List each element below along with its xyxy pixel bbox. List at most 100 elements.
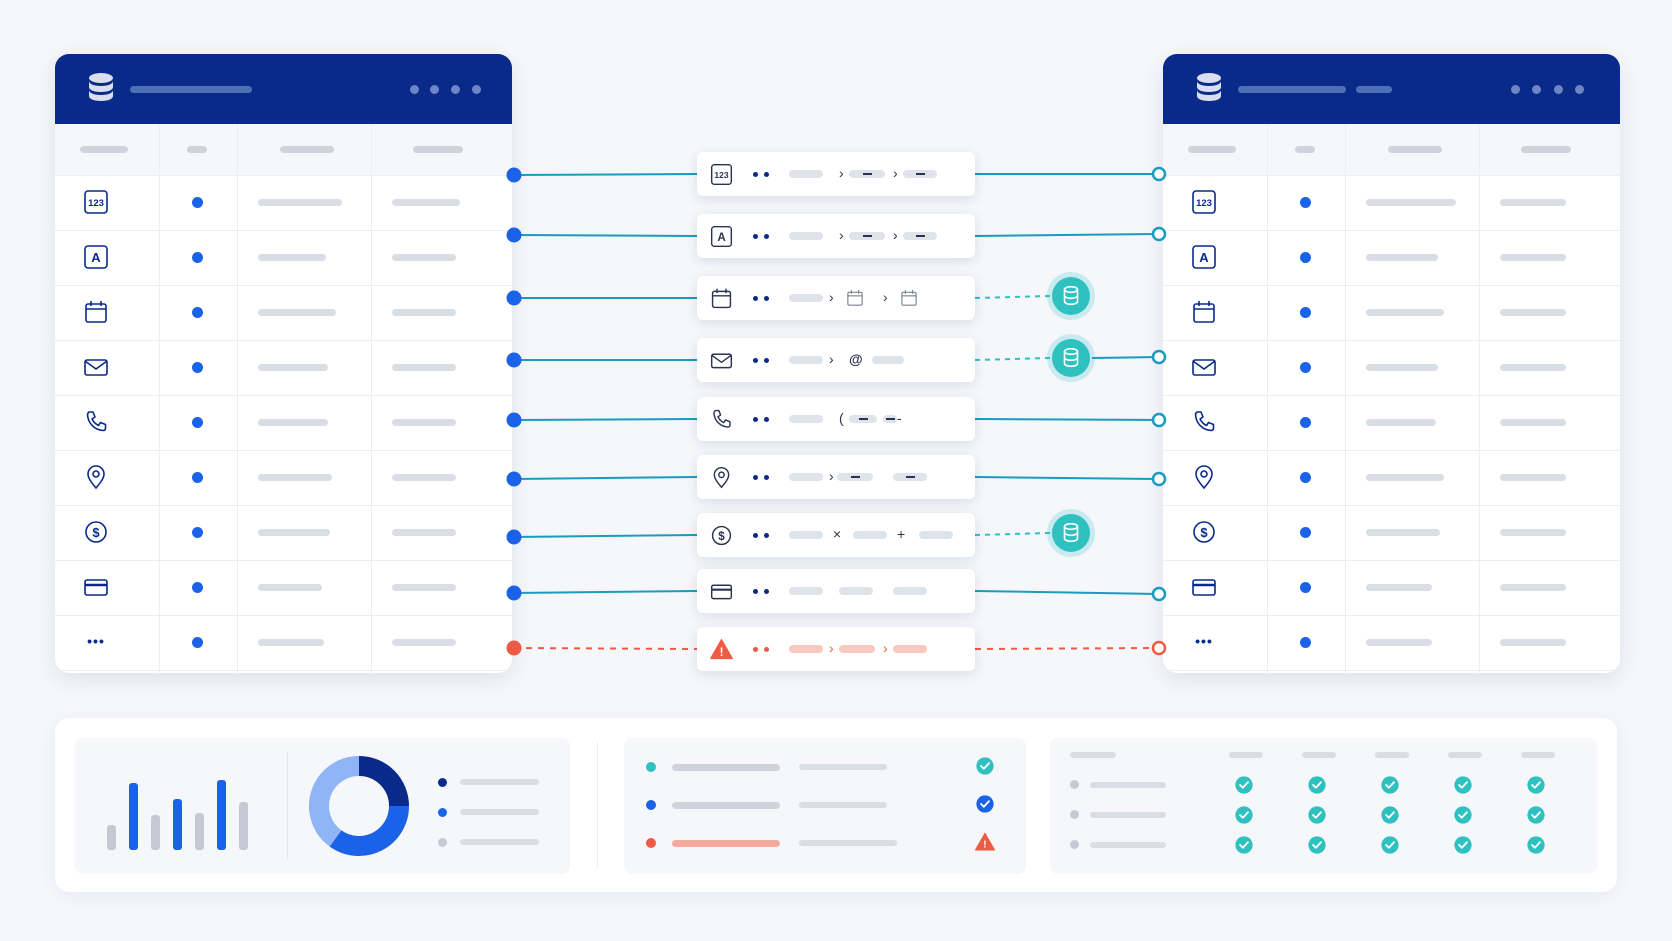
connector-line bbox=[974, 476, 1160, 480]
table-row: A bbox=[1163, 230, 1620, 286]
bar bbox=[239, 802, 248, 850]
connector-line bbox=[974, 532, 1051, 536]
svg-text:A: A bbox=[717, 231, 726, 244]
window-dot bbox=[430, 85, 439, 94]
cell-placeholder bbox=[258, 419, 328, 426]
operator-symbol: › bbox=[839, 165, 844, 181]
database-icon[interactable] bbox=[1052, 277, 1090, 315]
table-row bbox=[55, 340, 512, 396]
database-icon[interactable] bbox=[1052, 339, 1090, 377]
table-row bbox=[1163, 450, 1620, 506]
transform-card[interactable]: (- bbox=[697, 397, 975, 441]
status-detail bbox=[799, 840, 897, 846]
check-circle-teal-icon bbox=[974, 755, 996, 777]
step-dot bbox=[753, 417, 758, 422]
cell-placeholder bbox=[1366, 419, 1436, 426]
target-port bbox=[1151, 412, 1167, 428]
legend-label bbox=[460, 809, 539, 815]
donut-chart bbox=[309, 756, 409, 856]
value-pill bbox=[849, 170, 885, 178]
calendar-icon bbox=[709, 286, 735, 310]
value-pill bbox=[919, 531, 953, 539]
value-pill bbox=[789, 587, 823, 595]
operator-symbol: › bbox=[829, 289, 834, 305]
status-label bbox=[672, 764, 780, 771]
cell-placeholder bbox=[392, 364, 456, 371]
status-dot bbox=[1300, 252, 1311, 263]
row-dot bbox=[1070, 840, 1079, 849]
operator-symbol: - bbox=[897, 410, 902, 426]
legend-dot bbox=[438, 838, 447, 847]
transform-card[interactable]: !›› bbox=[697, 627, 975, 671]
source-port bbox=[506, 585, 522, 601]
value-pill bbox=[883, 415, 897, 423]
number-123-icon: 123 bbox=[1190, 188, 1218, 216]
step-dot bbox=[753, 234, 758, 239]
transform-card[interactable]: ›@ bbox=[697, 338, 975, 382]
column-header bbox=[1388, 146, 1442, 153]
check-circle-teal-icon bbox=[1452, 774, 1474, 796]
donut-segment bbox=[358, 756, 409, 807]
table-row bbox=[55, 560, 512, 616]
transform-card[interactable]: › bbox=[697, 455, 975, 499]
window-dot bbox=[451, 85, 460, 94]
check-circle-teal-icon bbox=[1525, 834, 1547, 856]
value-pill bbox=[893, 473, 927, 481]
value-pill bbox=[903, 170, 937, 178]
step-dot bbox=[753, 533, 758, 538]
cell-placeholder bbox=[1500, 419, 1566, 426]
card-icon bbox=[1190, 573, 1218, 601]
cell-placeholder bbox=[1366, 639, 1432, 646]
row-label bbox=[1090, 782, 1166, 788]
source-port bbox=[506, 167, 522, 183]
operator-symbol: › bbox=[883, 289, 888, 305]
column-header-row bbox=[55, 124, 512, 176]
location-pin-icon bbox=[709, 465, 735, 489]
table-row bbox=[1163, 340, 1620, 396]
operator-symbol: × bbox=[833, 526, 842, 542]
column-header-row bbox=[1163, 124, 1620, 176]
transform-card[interactable]: A›› bbox=[697, 214, 975, 258]
table-row: ••• bbox=[1163, 615, 1620, 671]
connector-line bbox=[513, 173, 698, 176]
status-dot bbox=[1300, 637, 1311, 648]
table-title bbox=[130, 86, 252, 93]
connector-line bbox=[513, 234, 698, 237]
transform-card[interactable]: › › bbox=[697, 276, 975, 320]
grid-header bbox=[1302, 752, 1336, 758]
svg-text:$: $ bbox=[92, 525, 100, 540]
step-dot bbox=[753, 172, 758, 177]
dollar-icon: $ bbox=[709, 523, 735, 547]
cell-placeholder bbox=[258, 584, 322, 591]
value-pill bbox=[849, 232, 885, 240]
value-pill bbox=[789, 473, 823, 481]
check-circle-teal-icon bbox=[1306, 804, 1328, 826]
connector-line bbox=[513, 647, 698, 650]
metrics-card bbox=[75, 738, 570, 874]
phone-icon bbox=[82, 408, 110, 436]
transform-card[interactable] bbox=[697, 569, 975, 613]
card-icon bbox=[709, 579, 735, 603]
database-icon[interactable] bbox=[1052, 514, 1090, 552]
number-123-icon: 123 bbox=[82, 188, 110, 216]
window-dot bbox=[410, 85, 419, 94]
svg-text:!: ! bbox=[983, 840, 986, 851]
step-dot bbox=[764, 589, 769, 594]
legend-dot bbox=[438, 808, 447, 817]
step-dot bbox=[764, 533, 769, 538]
cell-placeholder bbox=[258, 529, 330, 536]
target-port bbox=[1151, 349, 1167, 365]
svg-text:•••: ••• bbox=[87, 633, 105, 649]
cell-placeholder bbox=[1366, 199, 1456, 206]
step-dot bbox=[753, 589, 758, 594]
column-header bbox=[1521, 146, 1571, 153]
connector-line bbox=[974, 647, 1160, 650]
cell-placeholder bbox=[1500, 639, 1566, 646]
status-dot bbox=[192, 362, 203, 373]
transform-card[interactable]: $×+ bbox=[697, 513, 975, 557]
warning-icon: ! bbox=[709, 637, 735, 661]
operator-symbol: › bbox=[829, 351, 834, 367]
transform-card[interactable]: 123›› bbox=[697, 152, 975, 196]
connector-line bbox=[974, 233, 1160, 237]
value-pill bbox=[837, 473, 873, 481]
